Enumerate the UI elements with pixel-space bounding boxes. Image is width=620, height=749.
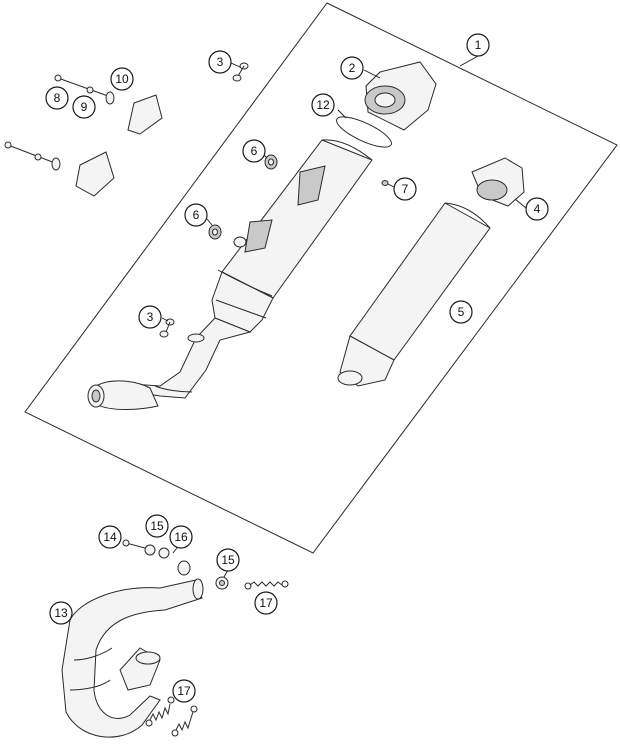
callout-14-label: 14 [103, 530, 117, 544]
callout-2: 2 [340, 56, 364, 80]
callout-7-label: 7 [402, 182, 409, 196]
upper-bracket-assembly [54, 74, 163, 135]
callout-9: 9 [72, 95, 96, 119]
grommet-lower-part [208, 224, 222, 240]
callout-17-lower-label: 17 [177, 684, 191, 698]
callout-14: 14 [98, 525, 122, 549]
callout-10: 10 [110, 67, 134, 91]
callout-3-upper-label: 3 [217, 55, 224, 69]
callout-1-label: 1 [475, 38, 482, 52]
lower-bracket-assembly [4, 141, 115, 197]
grommet-upper-part [264, 154, 278, 170]
callout-17-upper-label: 17 [259, 596, 273, 610]
callout-12-label: 12 [316, 98, 330, 112]
callout-9-label: 9 [81, 100, 88, 114]
callout-5-label: 5 [458, 305, 465, 319]
callout-5: 5 [449, 300, 473, 324]
callout-15-left: 15 [145, 514, 169, 538]
silencer-main-body [87, 139, 373, 410]
callout-17-upper: 17 [254, 591, 278, 615]
rear-cap-part [471, 157, 525, 207]
callout-3-upper: 3 [208, 50, 232, 74]
spring-upper-part [244, 580, 289, 590]
callout-17-lower: 17 [172, 679, 196, 703]
callout-6-upper-label: 6 [251, 144, 258, 158]
leader-lines [161, 55, 527, 578]
callout-16: 16 [169, 525, 193, 549]
callout-10-label: 10 [115, 72, 129, 86]
callout-3-lower: 3 [138, 305, 162, 329]
callout-13-label: 13 [54, 606, 68, 620]
header-pipe-part [61, 578, 204, 738]
header-nut-part [215, 576, 229, 590]
silencer-sleeve-part [337, 202, 491, 387]
header-bolt-washer-part [122, 539, 191, 576]
clamp-lower-part [159, 318, 175, 338]
o-ring-part [336, 116, 392, 148]
callout-13: 13 [49, 601, 73, 625]
callout-6-lower-label: 6 [193, 208, 200, 222]
callout-4-label: 4 [534, 202, 541, 216]
callout-12: 12 [311, 93, 335, 117]
callout-4: 4 [525, 197, 549, 221]
callout-8-label: 8 [54, 91, 61, 105]
callout-15-right-label: 15 [221, 553, 235, 567]
callout-15-right: 15 [216, 548, 240, 572]
callout-3-lower-label: 3 [147, 310, 154, 324]
callout-8: 8 [45, 86, 69, 110]
callout-16-label: 16 [174, 530, 188, 544]
silencer-assembly-frame [24, 2, 618, 554]
callout-7: 7 [393, 177, 417, 201]
clamp-upper-part [232, 62, 249, 82]
screw-part [381, 180, 389, 186]
callout-6-lower: 6 [184, 203, 208, 227]
callout-6-upper: 6 [242, 139, 266, 163]
callout-15-left-label: 15 [150, 519, 164, 533]
callout-1: 1 [466, 33, 490, 57]
spring-lower-part-b [171, 705, 198, 737]
end-cap-part [364, 61, 437, 131]
spring-lower-part-a [145, 696, 175, 727]
callout-2-label: 2 [349, 61, 356, 75]
